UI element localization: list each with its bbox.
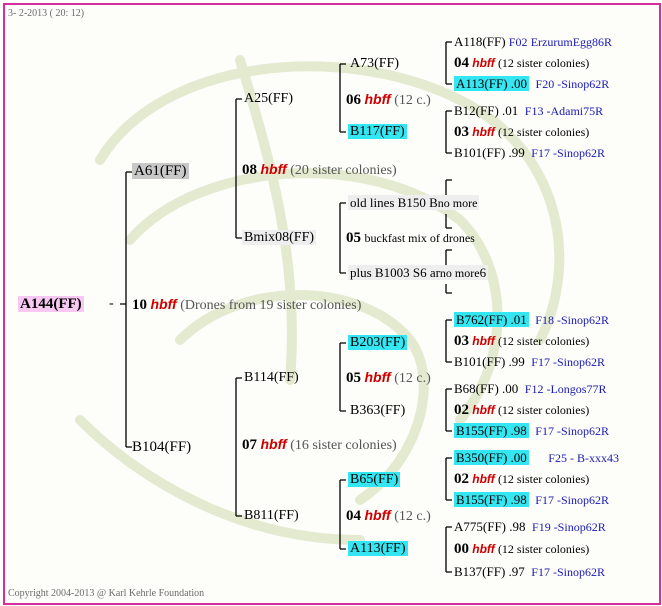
gg0-bot[interactable]: A113(FF) .00 F20 -Sinop62R — [454, 76, 610, 91]
gg2-bot[interactable]: B101(FF) .99 F17 -Sinop62R — [454, 354, 605, 369]
gp-b811-drones: 04 hbff (12 c.) — [346, 507, 431, 524]
watermark-bee-image — [75, 55, 565, 545]
gg1-top[interactable]: B12(FF) .01 F13 -Adami75R — [454, 103, 604, 118]
ggp-a113[interactable]: A113(FF) — [348, 541, 408, 556]
parent-a61-drones: 08 hbff (20 sister colonies) — [242, 161, 397, 178]
ggp-b117[interactable]: B117(FF) — [348, 124, 407, 139]
gg5-top[interactable]: A775(FF) .98 F19 -Sinop62R — [454, 519, 606, 534]
gg3-top[interactable]: B68(FF) .00 F12 -Longos77R — [454, 381, 607, 396]
parent-a61[interactable]: A61(FF) — [132, 163, 189, 179]
root-drone-line: 10 hbff (Drones from 19 sister colonies) — [132, 296, 362, 313]
ggp-plus: plus B1003 S6 arno more6 — [348, 265, 489, 280]
gg0-drones: 04 hbff (12 sister colonies) — [454, 55, 590, 71]
gg0-top[interactable]: A118(FF) F02 ErzurumEgg86R — [454, 34, 613, 49]
gp-bmix08-drones: 05 buckfast mix of drones — [346, 230, 475, 246]
ggp-b203[interactable]: B203(FF) — [348, 335, 408, 350]
gg2-drones: 03 hbff (12 sister colonies) — [454, 333, 590, 349]
parent-b104-drones: 07 hbff (16 sister colonies) — [242, 436, 397, 453]
gg4-top[interactable]: B350(FF) .00 F25 - B-xxx43 — [454, 450, 619, 465]
ggp-b363[interactable]: B363(FF) — [350, 403, 406, 418]
header-timestamp: 3- 2-2013 ( 20: 12) — [8, 8, 85, 19]
ggp-oldlines: old lines B150 Bno more — [348, 195, 480, 210]
root-queen[interactable]: A144(FF) — [18, 296, 84, 312]
gg5-bot[interactable]: B137(FF) .97 F17 -Sinop62R — [454, 564, 605, 579]
gg5-drones: 00 hbff (12 sister colonies) — [454, 541, 590, 557]
gg4-bot[interactable]: B155(FF) .98 F17 -Sinop62R — [454, 492, 609, 507]
gg1-bot[interactable]: B101(FF) .99 F17 -Sinop62R — [454, 145, 605, 160]
ggp-b65[interactable]: B65(FF) — [348, 472, 401, 487]
gg3-drones: 02 hbff (12 sister colonies) — [454, 402, 590, 418]
gp-b114-drones: 05 hbff (12 c.) — [346, 369, 431, 386]
gp-a25[interactable]: A25(FF) — [244, 91, 294, 106]
gg4-drones: 02 hbff (12 sister colonies) — [454, 471, 590, 487]
ggp-a73[interactable]: A73(FF) — [350, 56, 400, 71]
gg1-drones: 03 hbff (12 sister colonies) — [454, 124, 590, 140]
gg2-top[interactable]: B762(FF) .01 F18 -Sinop62R — [454, 312, 609, 327]
gp-b811[interactable]: B811(FF) — [244, 508, 299, 523]
gg3-bot[interactable]: B155(FF) .98 F17 -Sinop62R — [454, 423, 609, 438]
gp-bmix08[interactable]: Bmix08(FF) — [242, 230, 317, 245]
gp-a25-drones: 06 hbff (12 c.) — [346, 91, 431, 108]
footer-copyright: Copyright 2004-2013 @ Karl Kehrle Founda… — [8, 588, 205, 599]
parent-b104[interactable]: B104(FF) — [132, 439, 192, 455]
gp-b114[interactable]: B114(FF) — [244, 370, 299, 385]
